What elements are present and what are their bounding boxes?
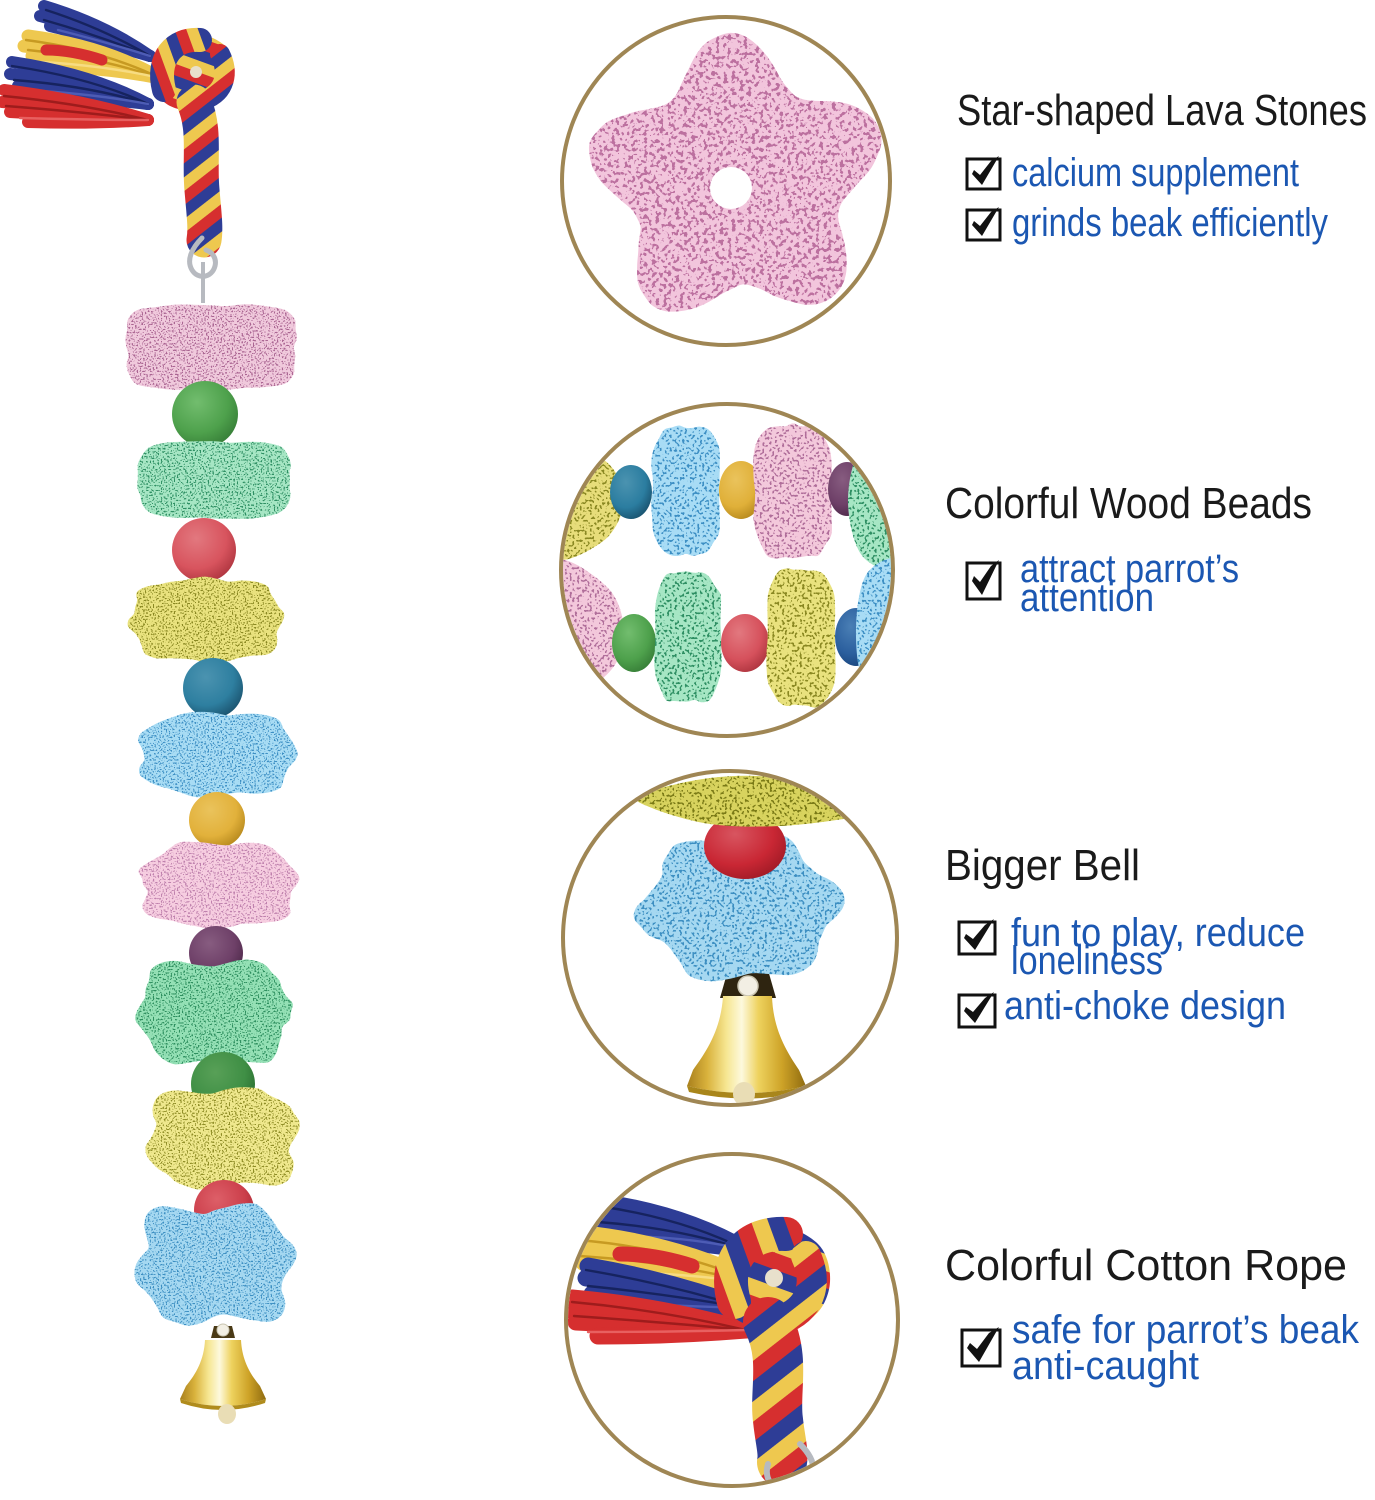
svg-text:fun to play, reduce: fun to play, reduce <box>1011 911 1305 955</box>
svg-text:loneliness: loneliness <box>1011 939 1163 983</box>
svg-text:Colorful Wood Beads: Colorful Wood Beads <box>945 479 1312 528</box>
svg-text:attract parrot’s: attract parrot’s <box>1020 547 1239 591</box>
svg-text:calcium supplement: calcium supplement <box>1012 151 1299 195</box>
svg-text:anti-caught: anti-caught <box>1012 1344 1199 1388</box>
svg-text:attention: attention <box>1020 576 1154 620</box>
svg-text:Star-shaped Lava Stones: Star-shaped Lava Stones <box>957 86 1367 135</box>
svg-text:Colorful Cotton Rope: Colorful Cotton Rope <box>945 1241 1347 1290</box>
svg-text:grinds beak efficiently: grinds beak efficiently <box>1012 201 1328 245</box>
svg-text:safe for parrot’s beak: safe for parrot’s beak <box>1012 1308 1360 1352</box>
svg-text:Bigger Bell: Bigger Bell <box>945 841 1140 890</box>
svg-text:anti-choke design: anti-choke design <box>1004 984 1286 1028</box>
